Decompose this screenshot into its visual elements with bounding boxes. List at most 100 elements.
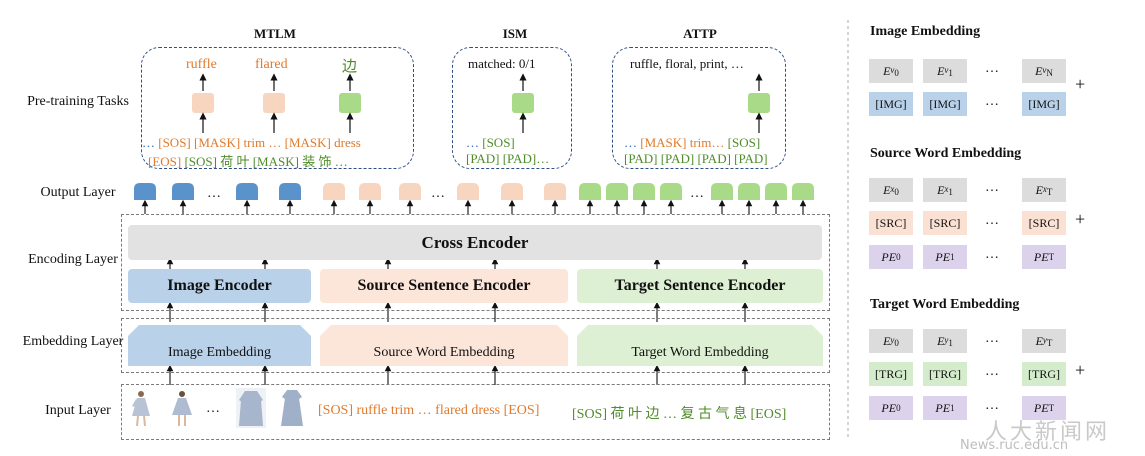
attp-line1-sos: [SOS] (727, 135, 761, 150)
source-embedding-shape (320, 325, 568, 366)
output-dots-source: … (431, 186, 445, 201)
target-word-embedding: Target Word Embedding (631, 345, 769, 360)
right-target-plus: + (1075, 360, 1086, 380)
embedding-layer-label: Embedding Layer (22, 334, 124, 349)
output-token (457, 183, 479, 200)
output-dots-target: … (690, 186, 704, 201)
output-token (738, 183, 760, 200)
cross-encoder: Cross Encoder (128, 225, 822, 260)
output-token (579, 183, 601, 200)
output-token (633, 183, 655, 200)
embedding-layer-box (121, 318, 830, 373)
right-target-embedding-title: Target Word Embedding (870, 297, 1020, 312)
output-token (711, 183, 733, 200)
mtlm-line1-prefix: … (142, 135, 155, 150)
output-tokens-target (579, 183, 814, 200)
output-token (359, 183, 381, 200)
ism-line1-prefix: … (466, 135, 479, 150)
target-sentence-encoder: Target Sentence Encoder (577, 269, 823, 303)
input-to-embedding-arrows (166, 364, 749, 385)
src-token-cell: [SRC] (923, 211, 967, 235)
dress-photo (281, 390, 303, 426)
img-token-cell: [IMG] (923, 92, 967, 116)
attp-line1: … [MASK] trim… [SOS] (624, 135, 760, 151)
source-sentence-encoder: Source Sentence Encoder (320, 269, 568, 303)
watermark-url: News.ruc.edu.cn (960, 438, 1069, 453)
trg-token-cell: [TRG] (923, 362, 967, 386)
ism-head (512, 93, 534, 113)
right-image-plus: + (1075, 74, 1086, 94)
right-source-embedding-title: Source Word Embedding (870, 146, 1022, 161)
src-token-cell: [SRC] (869, 211, 913, 235)
ism-box (452, 47, 572, 169)
mtlm-line2-eos: [EOS] (148, 154, 182, 169)
img-token-cell: [IMG] (1022, 92, 1066, 116)
pretraining-layer-label: Pre-training Tasks (27, 94, 129, 109)
right-image-dots-2: … (985, 94, 999, 109)
watermark-cn: 人大新闻网 (985, 420, 1111, 445)
embedding-to-encoder-arrows (166, 301, 749, 322)
right-image-embedding-title: Image Embedding (870, 24, 981, 39)
mtlm-output-flared: flared (255, 57, 288, 72)
output-token (765, 183, 787, 200)
src-token-cell: [SRC] (1022, 211, 1066, 235)
output-token (134, 183, 156, 200)
dress-photo (236, 388, 266, 428)
diagram-graphics (128, 20, 849, 440)
image-embedding: Image Embedding (167, 345, 272, 360)
output-token (323, 183, 345, 200)
image-embedding-shape (128, 325, 311, 366)
ism-title: ISM (502, 26, 528, 41)
right-image-dots: … (985, 61, 999, 76)
output-token (660, 183, 682, 200)
mtlm-line1-tokens: [SOS] [MASK] trim … [MASK] dress (158, 135, 361, 150)
attp-box (612, 47, 786, 169)
output-tokens-image (134, 183, 301, 200)
mtlm-line2-tokens: [SOS] 荷 叶 [MASK] 装 饰 … (184, 154, 348, 169)
output-arrows (141, 199, 807, 214)
mtlm-output-ruffle: ruffle (186, 57, 217, 72)
encoding-layer-box (121, 214, 830, 311)
output-tokens-source (323, 183, 566, 200)
ism-line1-sos: [SOS] (482, 135, 515, 150)
image-encoder: Image Encoder (128, 269, 311, 303)
right-target-dots: … (985, 331, 999, 346)
output-token (544, 183, 566, 200)
mtlm-line2: [EOS] [SOS] 荷 叶 [MASK] 装 饰 … (148, 151, 348, 170)
trg-token-cell: [TRG] (1022, 362, 1066, 386)
dress-photo (132, 391, 150, 427)
right-source-dots: … (985, 180, 999, 195)
right-source-dots-3: … (985, 247, 999, 262)
mtlm-title: MTLM (254, 26, 296, 41)
input-photo-dots: … (206, 401, 220, 416)
output-token (501, 183, 523, 200)
mtlm-head-flared (263, 93, 285, 113)
mtlm-head-bian (339, 93, 361, 113)
attp-output: ruffle, floral, print, … (630, 56, 744, 71)
right-target-dots-3: … (985, 398, 999, 413)
ism-line1: … [SOS] (466, 135, 515, 151)
right-source-dots-2: … (985, 213, 999, 228)
mtlm-line1: … [SOS] [MASK] trim … [MASK] dress (142, 135, 361, 151)
target-embedding-shape (577, 325, 823, 366)
input-layer-label: Input Layer (45, 403, 111, 418)
dress-photo (172, 391, 192, 426)
ism-line2: [PAD] [PAD]… (466, 151, 550, 166)
right-target-dots-2: … (985, 364, 999, 379)
right-source-plus: + (1075, 209, 1086, 229)
attp-line1-prefix: … (624, 135, 637, 150)
output-dots-image: … (207, 186, 221, 201)
